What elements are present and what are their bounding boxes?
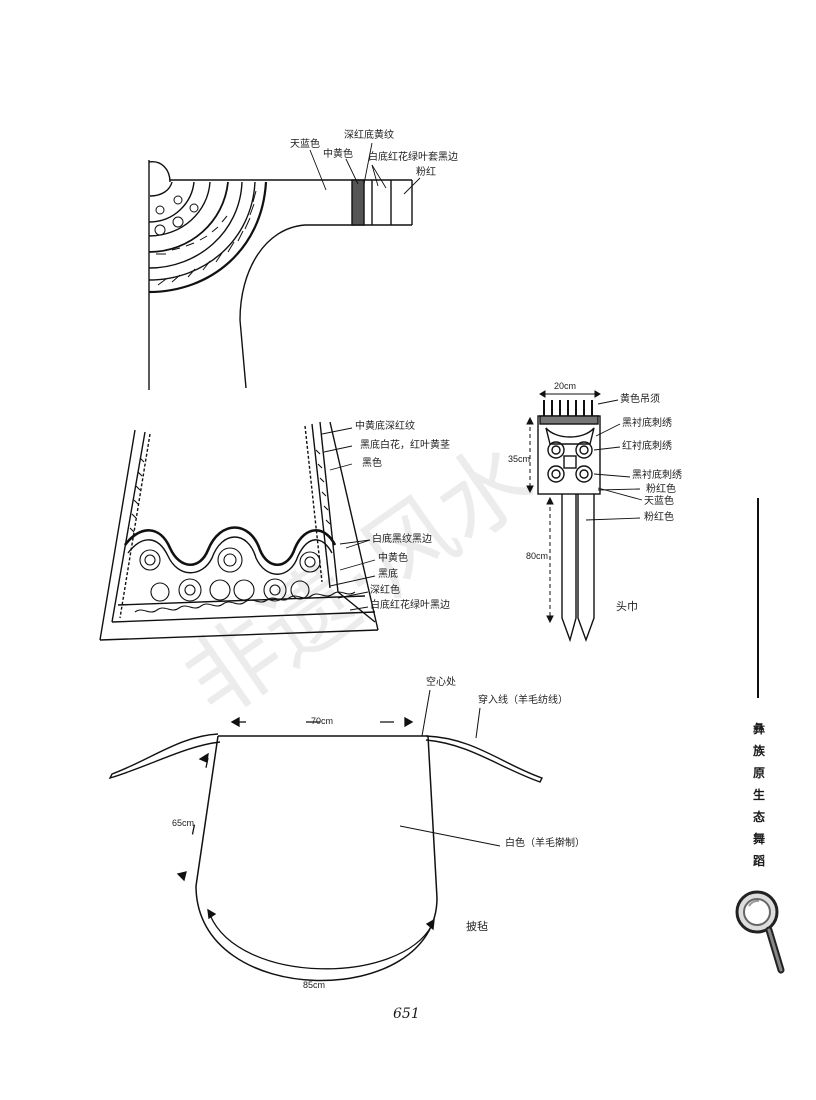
- sidebar-title: 彝 族 原 生 态 舞 蹈: [750, 718, 768, 872]
- sidebar-char: 舞: [752, 832, 765, 846]
- skirt-drawing: [99, 421, 379, 641]
- sidebar-rule: [757, 498, 759, 698]
- headscarf-body-length: 35cm: [508, 454, 531, 464]
- label-black-base: 黑底: [378, 569, 398, 580]
- cape-height: 65cm: [172, 818, 195, 828]
- headscarf-tail-length: 80cm: [526, 551, 549, 561]
- watermark-text: 非遗·风水: [166, 423, 553, 739]
- label-sky-blue: 天蓝色: [290, 139, 320, 150]
- sidebar-char: 族: [752, 744, 765, 758]
- label-yellow-tassel: 黄色吊须: [620, 394, 660, 405]
- sidebar-char: 态: [752, 810, 765, 824]
- label-thread: 穿入线（羊毛纺线）: [478, 695, 568, 706]
- label-white-felt: 白色（羊毛擀制）: [505, 838, 585, 849]
- label-yellow-deep-red: 中黄底深红纹: [355, 421, 415, 432]
- label-hollow: 空心处: [426, 677, 456, 688]
- sidebar-char: 彝: [752, 722, 765, 736]
- label-red-lined-embroidery: 红衬底刺绣: [622, 441, 672, 452]
- cape-bottom-arc: 85cm: [303, 980, 326, 990]
- cape-drawing: [108, 733, 543, 982]
- cape-caption: 披毡: [466, 920, 488, 933]
- label-black: 黑色: [362, 458, 382, 469]
- page-number: 651: [393, 1006, 420, 1022]
- sidebar-char: 蹈: [752, 854, 765, 868]
- leader-lines: [309, 142, 643, 611]
- sidebar-char: 生: [752, 788, 765, 802]
- label-skirt-mid-yellow: 中黄色: [378, 553, 408, 564]
- label-headscarf-pink-red-2: 粉红色: [644, 512, 674, 523]
- label-black-lined-embroidery: 黑衬底刺绣: [622, 418, 672, 429]
- headscarf-drawing: [537, 400, 601, 643]
- label-headscarf-pink-red: 粉红色: [646, 484, 676, 495]
- cape-top-width: 70cm: [311, 716, 334, 726]
- watermark: 非遗·风水: [166, 423, 553, 739]
- label-white-red-flower: 白底红花绿叶套黑边: [368, 152, 458, 163]
- headscarf-width: 20cm: [554, 381, 577, 391]
- cape-dimensions: [176, 689, 501, 970]
- label-pink-red: 粉红: [416, 167, 436, 178]
- headscarf-dimensions: [526, 390, 601, 624]
- magnifier-icon: [735, 890, 785, 974]
- label-black-lined-embroidery-2: 黑衬底刺绣: [632, 470, 682, 481]
- label-black-white-flower: 黑底白花，红叶黄茎: [360, 440, 450, 451]
- label-white-black-pattern: 白底黑纹黑边: [372, 534, 432, 545]
- headscarf-caption: 头巾: [616, 600, 638, 613]
- label-mid-yellow: 中黄色: [323, 149, 353, 160]
- label-headscarf-sky-blue: 天蓝色: [644, 496, 674, 507]
- label-white-red-flower-black-edge: 白底红花绿叶黑边: [370, 600, 450, 611]
- upper-garment-drawing: [148, 160, 413, 390]
- label-deep-red: 深红色: [370, 585, 400, 596]
- label-deep-red-yellow: 深红底黄纹: [344, 130, 394, 141]
- sidebar-char: 原: [752, 766, 765, 780]
